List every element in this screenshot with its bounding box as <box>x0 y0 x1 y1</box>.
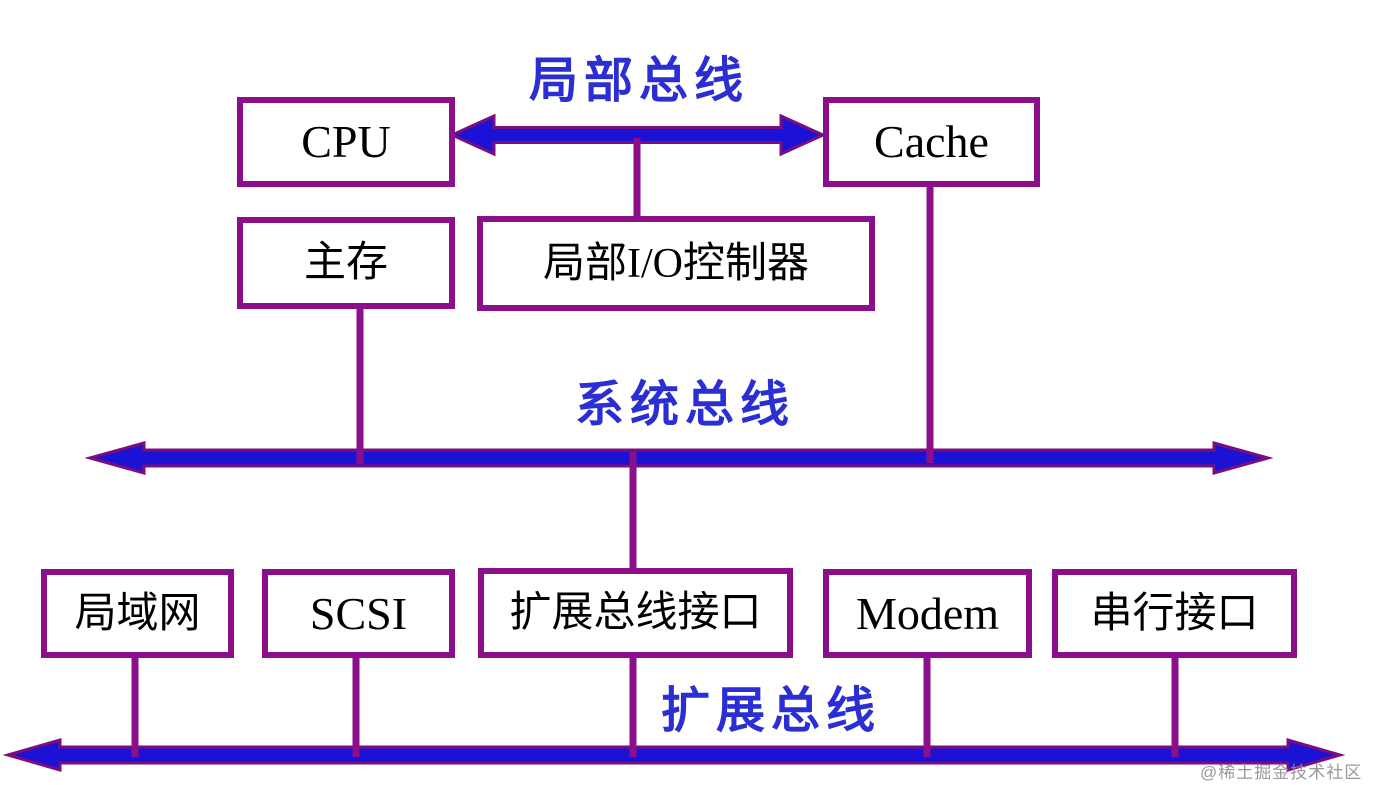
modem-box: Modem <box>823 569 1032 658</box>
main-memory-box: 主存 <box>237 217 455 309</box>
scsi-box: SCSI <box>262 569 455 658</box>
system-bus-arrow <box>84 441 1274 475</box>
cache-box: Cache <box>823 97 1040 187</box>
serial-interface-box: 串行接口 <box>1052 569 1297 658</box>
lan-box: 局域网 <box>41 569 234 658</box>
expansion-bus-arrow <box>2 738 1346 772</box>
watermark-text: @稀土掘金技术社区 <box>1200 763 1363 782</box>
local-io-controller-box: 局部I/O控制器 <box>477 216 875 311</box>
expansion-bus-label: 扩展总线 <box>660 683 881 738</box>
expansion-bus-interface-box: 扩展总线接口 <box>478 568 793 658</box>
system-bus-label: 系统总线 <box>574 377 795 432</box>
cpu-box: CPU <box>237 97 455 187</box>
local-bus-label: 局部总线 <box>528 53 749 108</box>
